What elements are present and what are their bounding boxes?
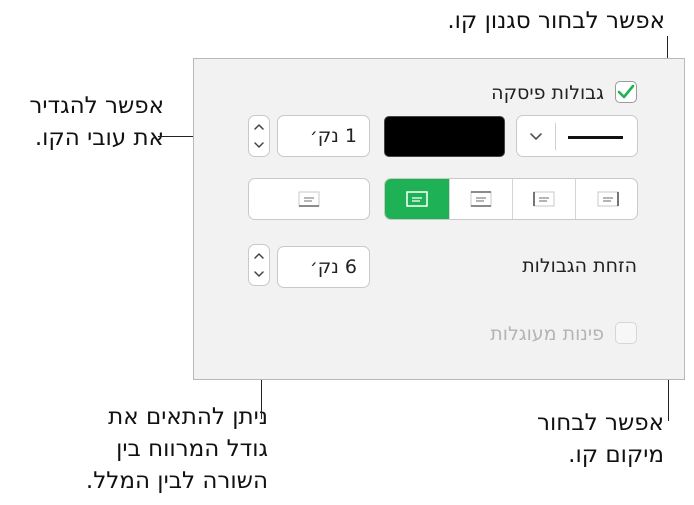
border-position-left[interactable] (512, 179, 575, 219)
popup-divider (555, 123, 556, 150)
paragraph-borders-label: גבולות פיסקה (491, 82, 604, 104)
chevron-down-icon (530, 133, 542, 140)
border-offset-label: הזחת הגבולות (522, 255, 637, 277)
border-top-bottom-icon (470, 191, 492, 207)
solid-line-style-icon (568, 136, 623, 139)
border-position-control (384, 178, 638, 220)
border-offset-stepper[interactable] (248, 244, 270, 286)
stepper-arrows-icon (254, 124, 264, 148)
border-right-icon (597, 191, 619, 207)
border-offset-value: 6 נק׳ (309, 256, 357, 278)
rounded-corners-checkbox[interactable] (615, 322, 637, 344)
checkmark-icon (617, 84, 635, 99)
border-full-icon (406, 191, 428, 207)
line-thickness-stepper[interactable] (248, 115, 270, 157)
callout-line-thickness: אפשר להגדיר את עובי הקו. (29, 93, 164, 151)
border-offset-field[interactable]: 6 נק׳ (277, 246, 370, 288)
paragraph-borders-checkbox[interactable] (615, 81, 637, 103)
border-position-top-bottom[interactable] (449, 179, 512, 219)
line-color-well[interactable] (384, 116, 505, 157)
border-position-bottom-button[interactable] (248, 178, 370, 220)
border-bottom-icon (298, 191, 320, 207)
line-style-popup[interactable] (516, 115, 638, 157)
line-thickness-field[interactable]: 1 נק׳ (277, 115, 370, 157)
rounded-corners-label: פינות מעוגלות (490, 323, 604, 345)
line-thickness-value: 1 נק׳ (309, 125, 357, 147)
callout-line-style: אפשר לבחור סגנון קו. (447, 8, 665, 34)
border-position-right[interactable] (575, 179, 637, 219)
callout-spacing: ניתן להתאים את גודל המרווח בין השורה לבי… (85, 404, 268, 494)
callout-line-position: אפשר לבחור מיקום קו. (537, 410, 664, 468)
stepper-arrows-icon (254, 253, 264, 277)
border-left-icon (533, 191, 555, 207)
border-position-full[interactable] (385, 179, 449, 219)
